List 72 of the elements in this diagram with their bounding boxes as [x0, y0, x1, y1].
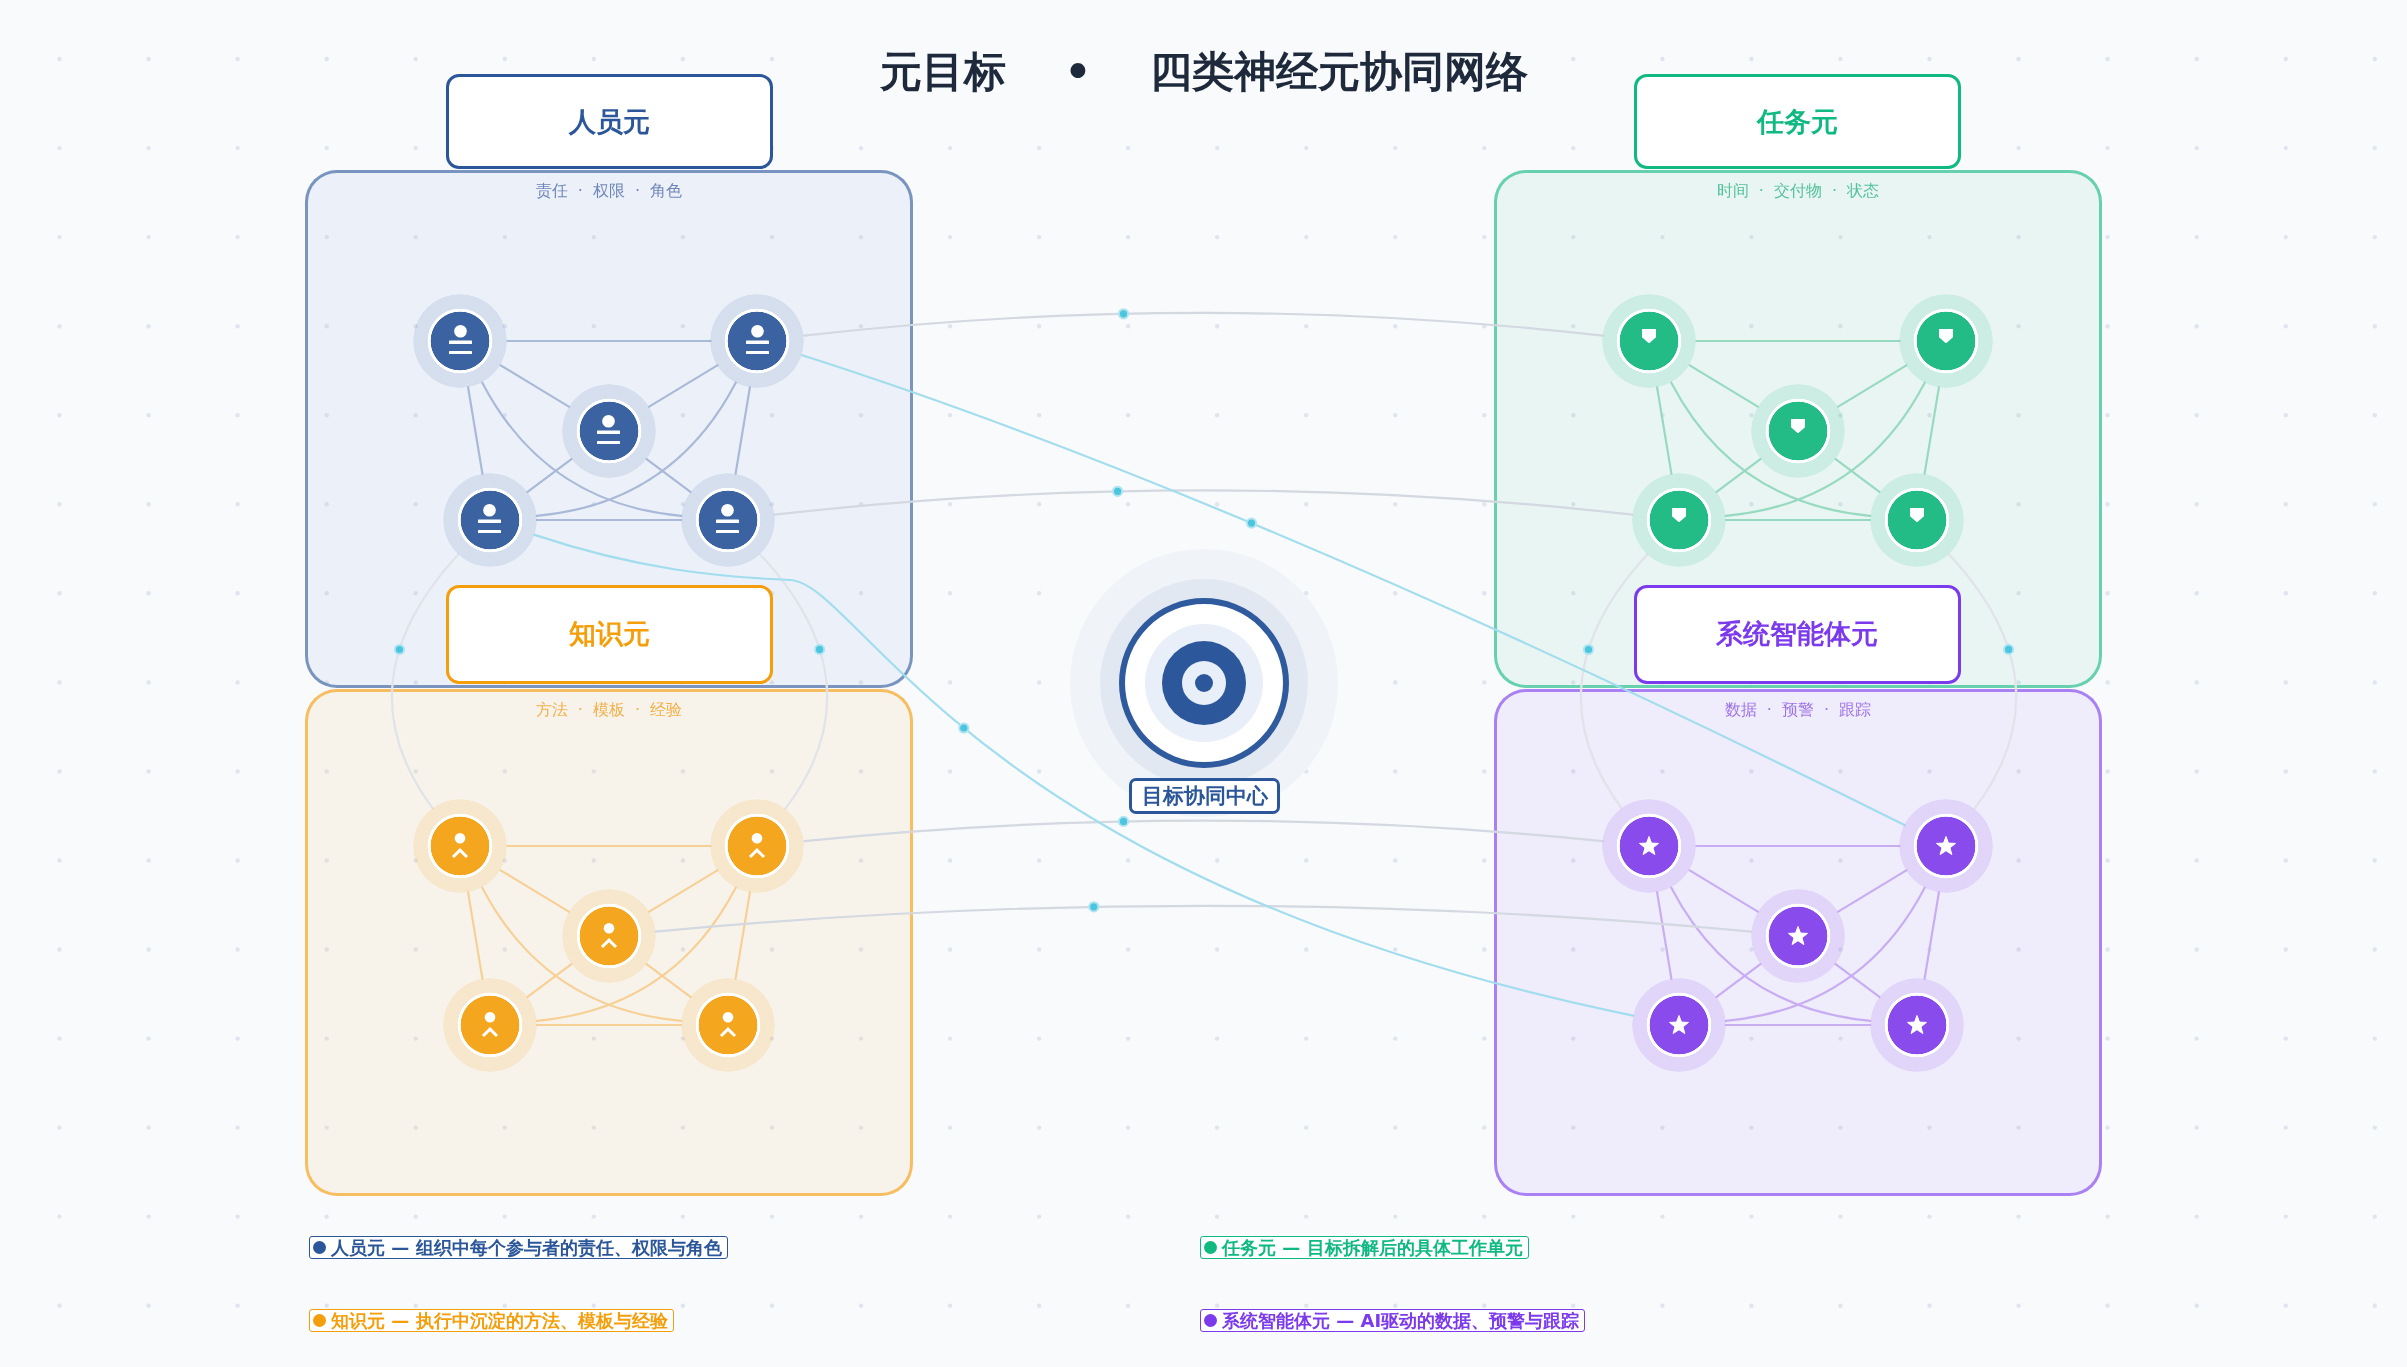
connector-line: [734, 386, 751, 475]
connector-line: [526, 963, 573, 998]
connector-line: [645, 458, 692, 493]
connector-line: [1837, 364, 1908, 408]
curved-connector: [481, 381, 683, 517]
connector-line: [1688, 364, 1759, 408]
connector-line: [467, 891, 484, 980]
curved-connector: [1579, 553, 1649, 810]
connector-line: [1656, 891, 1673, 980]
connector-line: [1834, 963, 1881, 998]
legend-text: 人员元 — 组织中每个参与者的责任、权限与角色: [331, 1238, 722, 1257]
connector-line: [648, 364, 719, 408]
header-box: 任务元: [1634, 74, 1961, 169]
connector-line: [1715, 963, 1762, 998]
connector-line: [506, 844, 712, 848]
panel: [305, 689, 913, 1196]
connector-line: [1923, 386, 1940, 475]
connector-line: [1656, 386, 1673, 475]
connector-line: [506, 339, 712, 343]
curved-connector: [1948, 553, 2018, 810]
curved-connector: [1670, 886, 1872, 1022]
neuron-circle: [561, 383, 656, 478]
connector-line: [1923, 891, 1940, 980]
curved-connector: [803, 311, 1604, 337]
panel: [1494, 170, 2102, 688]
connector-line: [535, 518, 683, 522]
legend-text: 系统智能体元 — AI驱动的数据、预警与跟踪: [1222, 1311, 1580, 1330]
curved-connector: [759, 553, 829, 810]
neuron-circle: [1750, 383, 1845, 478]
curved-connector: [773, 489, 1634, 516]
panel: [1494, 689, 2102, 1196]
connector-line: [1834, 458, 1881, 493]
connector-line: [1688, 869, 1759, 913]
header-box: 人员元: [446, 74, 773, 169]
curved-connector: [1670, 381, 1872, 517]
subtitle: 责任 · 权限 · 角色: [535, 182, 683, 200]
curved-connector: [533, 533, 1635, 1017]
subtitle: 数据 · 预警 · 跟踪: [1724, 701, 1872, 719]
neuron-circle: [1750, 888, 1845, 983]
header-box: 知识元: [445, 584, 773, 684]
connector-line: [1837, 869, 1908, 913]
connector-line: [1695, 339, 1901, 343]
curved-connector: [801, 354, 1906, 827]
connector-line: [645, 963, 692, 998]
connector-line: [535, 1023, 683, 1027]
connector-line: [499, 364, 570, 408]
curved-connector: [803, 819, 1604, 843]
connector-line: [1724, 1023, 1872, 1027]
legend-text: 知识元 — 执行中沉淀的方法、模板与经验: [331, 1311, 668, 1330]
legend-text: 任务元 — 目标拆解后的具体工作单元: [1222, 1238, 1523, 1257]
subtitle: 时间 · 交付物 · 状态: [1716, 182, 1880, 200]
connector-line: [1724, 518, 1872, 522]
subtitle: 方法 · 模板 · 经验: [535, 701, 683, 719]
connector-line: [1715, 458, 1762, 493]
curved-connector: [1724, 886, 1926, 1022]
title: 元目标 • 四类神经元协同网络: [879, 46, 1529, 98]
connector-line: [499, 869, 570, 913]
label-box: 目标协同中心: [1129, 778, 1280, 814]
header-box: 系统智能体元: [1633, 584, 1961, 684]
curved-connector: [535, 886, 737, 1022]
connector-line: [648, 869, 719, 913]
connector-line: [1695, 844, 1901, 848]
connector-line: [467, 386, 484, 475]
panel: [305, 170, 913, 688]
neuron-circle: [561, 888, 656, 983]
curved-connector: [654, 904, 1753, 933]
curved-connector: [390, 553, 460, 810]
curved-connector: [535, 381, 737, 517]
curved-connector: [1724, 381, 1926, 517]
curved-connector: [481, 886, 683, 1022]
connector-line: [526, 458, 573, 493]
connector-line: [734, 891, 751, 980]
